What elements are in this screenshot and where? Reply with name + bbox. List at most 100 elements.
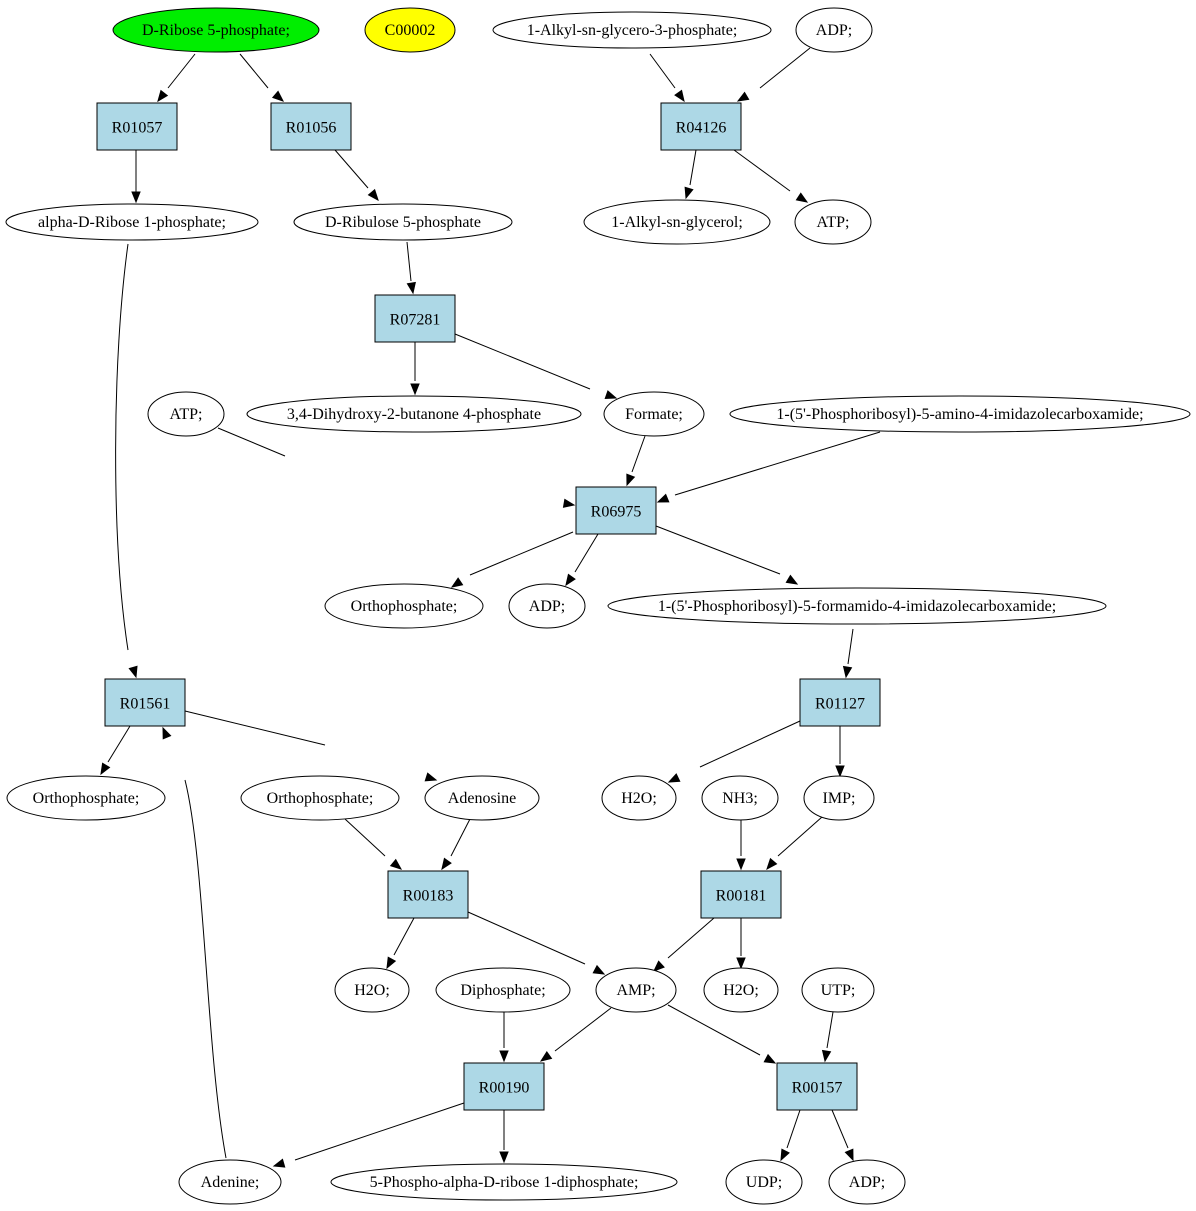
compound-label: NH3; [722, 790, 758, 807]
compound-atp[interactable]: ATP; [147, 391, 225, 437]
reaction-r00190[interactable]: R00190 [463, 1062, 545, 1111]
edge-line [574, 533, 599, 573]
edge-line [184, 710, 326, 746]
reaction-node-box [575, 486, 657, 535]
edge-r01561-to-c_adenosine [184, 710, 438, 782]
edge-line [786, 1109, 801, 1149]
edge-r00157-to-c_udp [780, 1109, 801, 1162]
arrowhead [821, 1049, 832, 1063]
compound-utp[interactable]: UTP; [801, 967, 875, 1013]
compound-alpha-d-ribose-1-phosphate[interactable]: alpha-D-Ribose 1-phosphate; [5, 203, 259, 241]
compound-adenine[interactable]: Adenine; [178, 1159, 282, 1205]
compound-h2o[interactable]: H2O; [703, 967, 779, 1013]
edge-r00190-to-c_adenine [272, 1102, 465, 1168]
arrowhead [386, 956, 397, 970]
reaction-r01127[interactable]: R01127 [799, 678, 881, 727]
arrowhead [736, 91, 750, 102]
edge-line [674, 431, 881, 496]
reaction-node-box [104, 678, 186, 727]
compound-orthophosphate[interactable]: Orthophosphate; [6, 775, 166, 821]
compound-node-shape [729, 395, 1191, 433]
compound-1-alkyl-sn-glycero-3-phosphate[interactable]: 1-Alkyl-sn-glycero-3-phosphate; [492, 11, 772, 49]
compound-1-alkyl-sn-glycerol[interactable]: 1-Alkyl-sn-glycerol; [583, 199, 771, 245]
compound-node-shape [5, 203, 259, 241]
compound-imp[interactable]: IMP; [803, 775, 875, 821]
edge-c_diphosphate-to-r00190 [499, 1012, 509, 1063]
compound-atp[interactable]: ATP; [794, 199, 872, 245]
edge-c_amp-to-r00157 [667, 1004, 777, 1064]
compound-node-shape [508, 583, 586, 629]
arrowhead [736, 858, 746, 871]
edge-r00190-to-c_prpp [499, 1110, 509, 1164]
edge-r00183-to-c_h2o_r00183 [386, 917, 415, 970]
edge-line [689, 149, 697, 186]
edge-line [831, 1109, 849, 1149]
edge-line [239, 53, 269, 89]
edge-c_faicar-to-r01127 [842, 628, 854, 679]
edge-r06975-to-c_adp_mid [565, 533, 599, 587]
compound-adp[interactable]: ADP; [508, 583, 586, 629]
arrowhead [835, 765, 845, 778]
reaction-node-box [270, 102, 352, 151]
edge-r01127-to-c_imp [835, 726, 845, 778]
reaction-label: R07281 [390, 312, 441, 329]
compound-diphosphate[interactable]: Diphosphate; [435, 967, 571, 1013]
compound-adp[interactable]: ADP; [795, 7, 873, 53]
reaction-r01057[interactable]: R01057 [96, 102, 178, 151]
edge-c_r5p-to-r01057 [157, 53, 196, 103]
reaction-label: R01561 [120, 696, 171, 713]
compound-adenosine[interactable]: Adenosine [424, 775, 540, 821]
edge-c_adp_top-to-r04126 [736, 47, 811, 102]
reaction-label: R01057 [112, 120, 163, 137]
edge-r04126-to-c_atp_top [733, 149, 809, 203]
edge-line [344, 818, 386, 857]
edge-c_alkylg3p-to-r04126 [649, 53, 685, 103]
compound-nh3[interactable]: NH3; [701, 775, 779, 821]
reaction-r01561[interactable]: R01561 [104, 678, 186, 727]
compound-d-ribulose-5-phosphate[interactable]: D-Ribulose 5-phosphate [293, 203, 513, 241]
compound-orthophosphate[interactable]: Orthophosphate; [240, 775, 400, 821]
compound-label: Orthophosphate; [351, 598, 458, 615]
compound-h2o[interactable]: H2O; [601, 775, 677, 821]
compound-amp[interactable]: AMP; [595, 967, 677, 1013]
compound-formate[interactable]: Formate; [603, 391, 705, 437]
compound-node-shape [435, 967, 571, 1013]
compound-c00002[interactable]: C00002 [364, 7, 456, 53]
edge-line [450, 818, 471, 857]
reaction-r00183[interactable]: R00183 [387, 870, 469, 919]
compound-udp[interactable]: UDP; [725, 1159, 803, 1205]
reaction-r00157[interactable]: R00157 [776, 1062, 858, 1111]
compound-label: Diphosphate; [460, 982, 545, 999]
compound-node-shape [803, 775, 875, 821]
arrowhead [785, 574, 799, 585]
compound-3-4-dihydroxy-2-butanone-4-phosphate[interactable]: 3,4-Dihydroxy-2-butanone 4-phosphate [246, 395, 582, 433]
compound-node-shape [701, 775, 779, 821]
edge-r06975-to-c_pi_mid [450, 531, 574, 588]
arrowhead [271, 90, 285, 102]
compound-node-shape [492, 11, 772, 49]
reaction-r04126[interactable]: R04126 [660, 102, 742, 151]
reaction-r00181[interactable]: R00181 [700, 870, 782, 919]
compound-adp[interactable]: ADP; [828, 1159, 906, 1205]
compound-label: alpha-D-Ribose 1-phosphate; [38, 214, 226, 231]
edge-r01056-to-c_ru5p [334, 149, 379, 202]
compound-h2o[interactable]: H2O; [334, 967, 410, 1013]
arrowhead [128, 665, 138, 679]
compound-d-ribose-5-phosphate[interactable]: D-Ribose 5-phosphate; [112, 7, 320, 53]
compound-node-shape [601, 775, 677, 821]
edge-c_r5p-to-r01056 [239, 53, 285, 102]
compound-label: ATP; [817, 214, 850, 231]
edge-r00183-to-c_amp [467, 911, 606, 975]
compound-orthophosphate[interactable]: Orthophosphate; [324, 583, 484, 629]
compound-label: Adenine; [201, 1174, 260, 1191]
reaction-node-box [96, 102, 178, 151]
compound-1-5-phosphoribosyl-5-amino-4-imidazolecarboxamide[interactable]: 1-(5'-Phosphoribosyl)-5-amino-4-imidazol… [729, 395, 1191, 433]
compound-node-shape [801, 967, 875, 1013]
compound-label: ADP; [849, 1174, 885, 1191]
arrowhead [389, 858, 403, 870]
reaction-r07281[interactable]: R07281 [374, 294, 456, 343]
compound-5-phospho-alpha-d-ribose-1-diphosphate[interactable]: 5-Phospho-alpha-D-ribose 1-diphosphate; [330, 1163, 678, 1201]
reaction-r06975[interactable]: R06975 [575, 486, 657, 535]
compound-1-5-phosphoribosyl-5-formamido-4-imidazolecarboxamide[interactable]: 1-(5'-Phosphoribosyl)-5-formamido-4-imid… [607, 587, 1107, 625]
reaction-r01056[interactable]: R01056 [270, 102, 352, 151]
